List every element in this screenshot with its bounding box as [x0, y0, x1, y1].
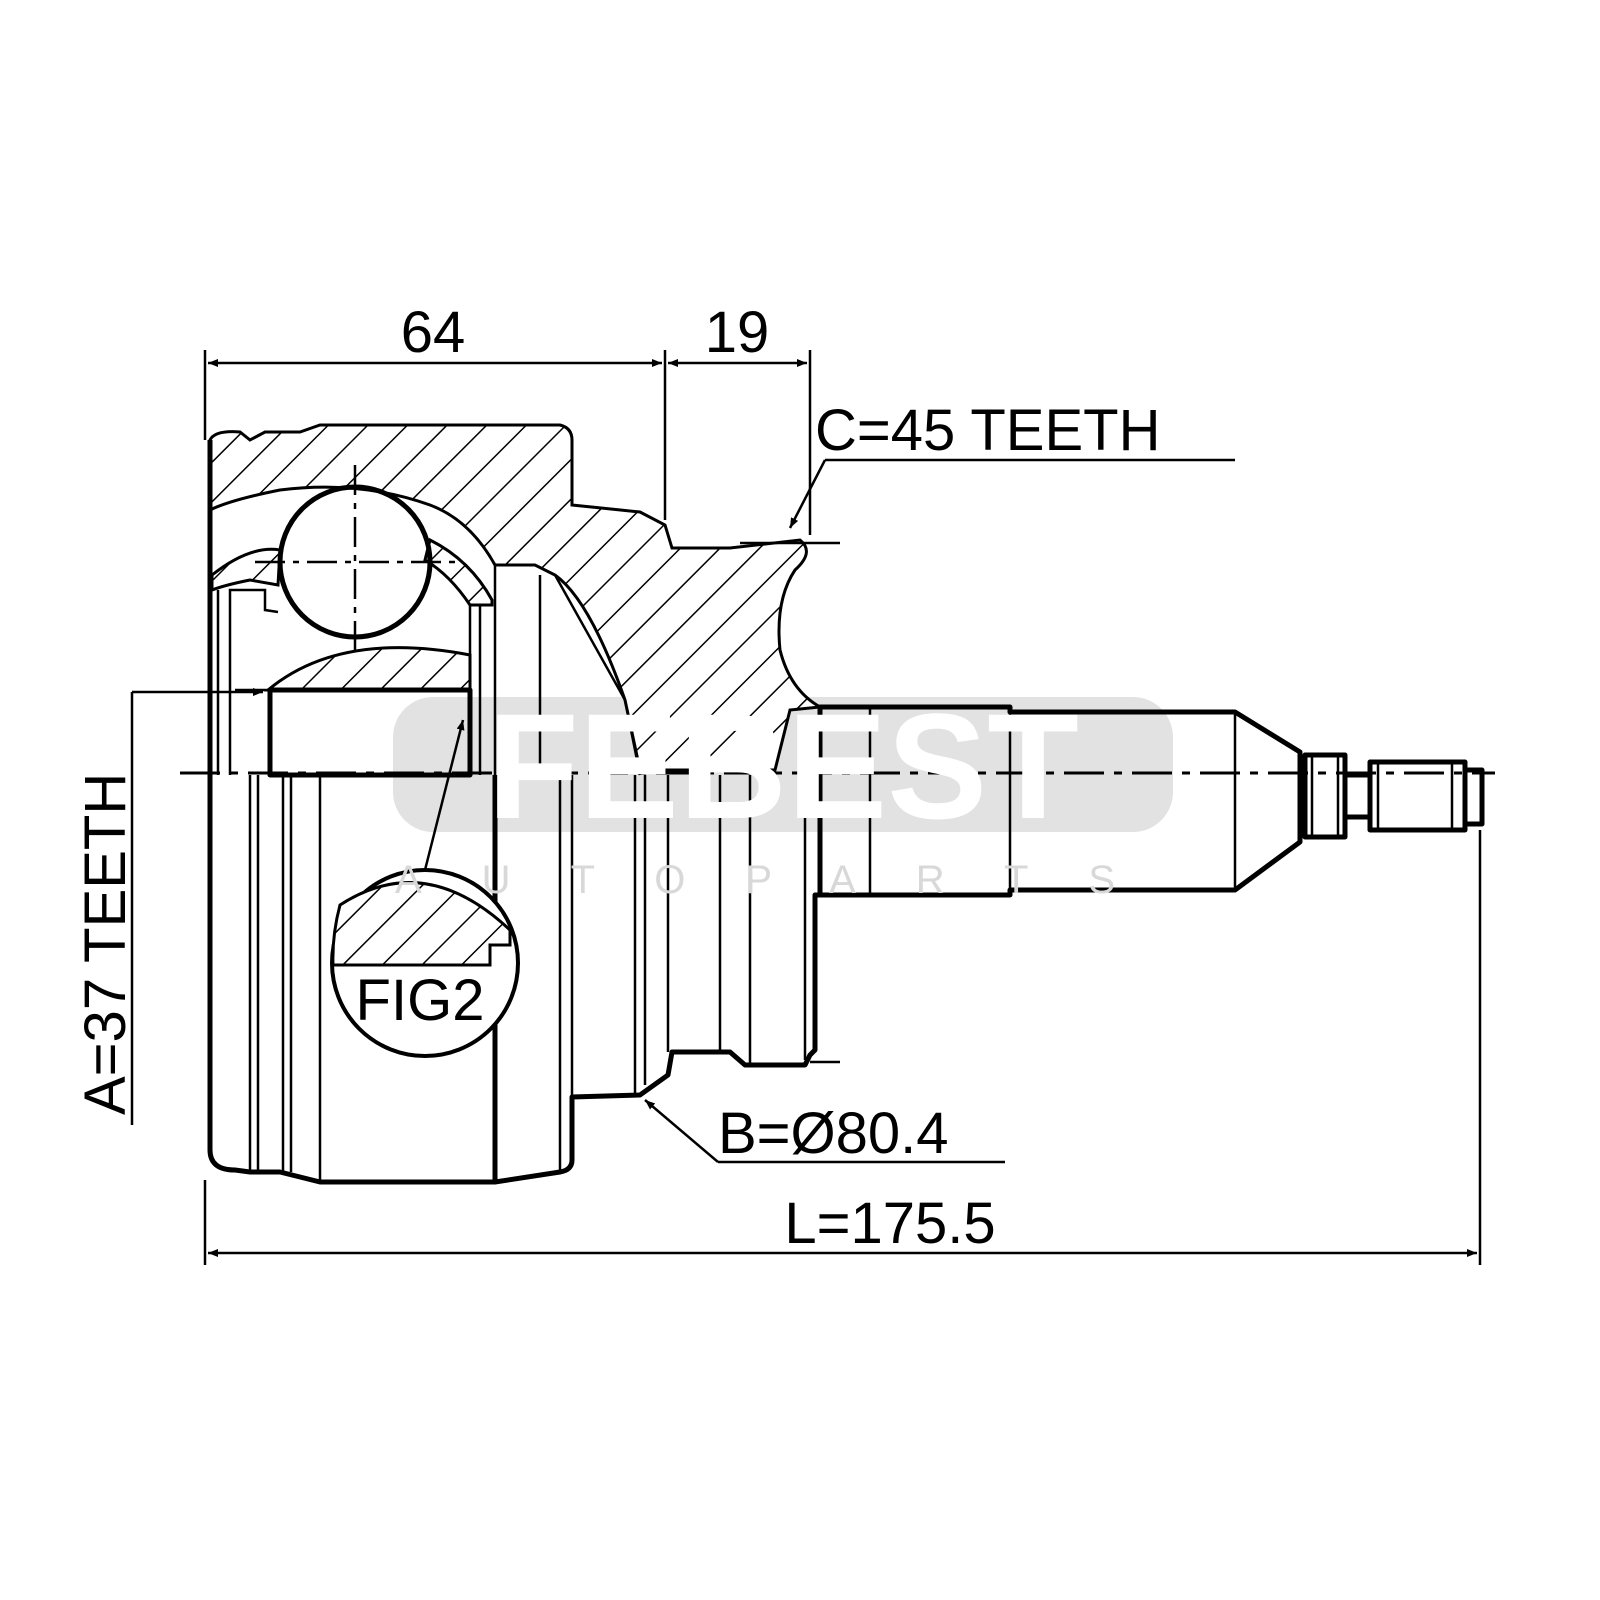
watermark: FEBEST AUTOPARTS: [395, 682, 1175, 902]
ball: [277, 484, 433, 640]
dimension-19: 19: [705, 300, 770, 365]
housing-section: [208, 423, 825, 772]
fig2-label: FIG2: [356, 968, 485, 1033]
b-diameter-label: B=Ø80.4: [718, 1101, 949, 1166]
fig2-detail: FIG2: [330, 719, 520, 1058]
length-label: L=175.5: [784, 1191, 995, 1256]
dimension-lines: [130, 350, 1482, 1265]
watermark-tagline: AUTOPARTS: [395, 858, 1175, 902]
a-teeth-label: A=37 TEETH: [73, 773, 138, 1115]
watermark-background: [393, 697, 1173, 832]
c-teeth-label: C=45 TEETH: [815, 398, 1160, 463]
dimension-64: 64: [401, 300, 466, 365]
watermark-brand: FEBEST: [487, 682, 1079, 850]
